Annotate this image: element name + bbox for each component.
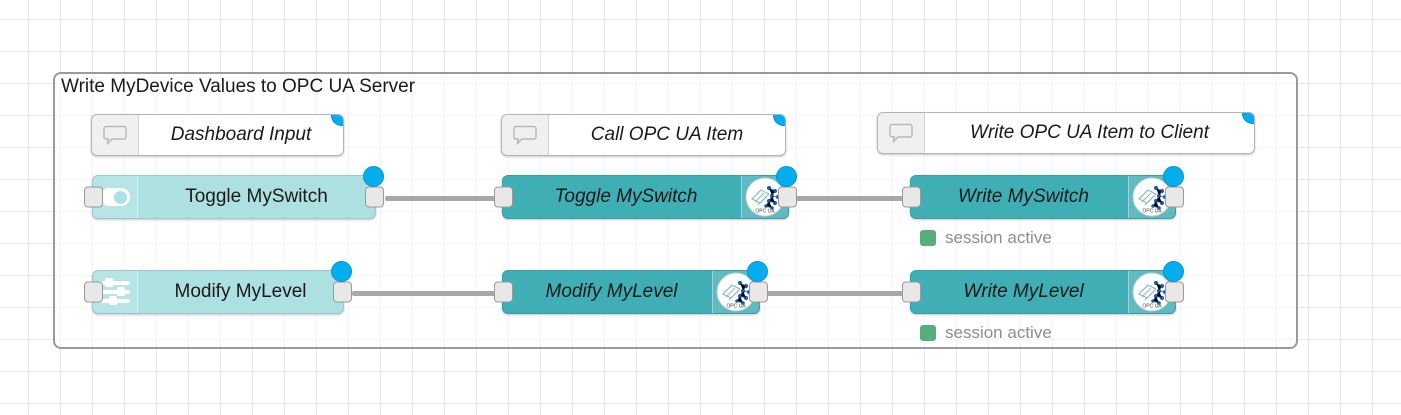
- status-badge: [920, 325, 936, 341]
- node-modify-mylevel-opcua[interactable]: Modify MyLevel OPC UA: [494, 261, 768, 314]
- status-text: session active: [945, 323, 1052, 342]
- wire-opcua-to-write-level: [757, 291, 910, 296]
- opcua-badge-text: OPC UA: [726, 304, 746, 310]
- comment-node-write-opcua-item-to-client[interactable]: Write OPC UA Item to Client: [877, 112, 1255, 154]
- changed-indicator-dot: [776, 166, 797, 187]
- comment-label: Dashboard Input: [170, 124, 312, 145]
- status-badge: [920, 230, 936, 246]
- status-session-active-level: session active: [920, 323, 1052, 343]
- wire-toggle-to-opcua: [385, 196, 503, 201]
- comment-label: Call OPC UA Item: [590, 124, 744, 145]
- node-label: Write MySwitch: [958, 186, 1089, 207]
- node-modify-mylevel-dashboard[interactable]: Modify MyLevel: [84, 261, 352, 314]
- output-port[interactable]: [749, 281, 768, 303]
- opcua-badge-text: OPC UA: [755, 209, 775, 215]
- changed-indicator-dot: [363, 166, 384, 187]
- output-port[interactable]: [778, 186, 797, 208]
- node-write-mylevel[interactable]: Write MyLevel OPC UA: [902, 261, 1184, 314]
- comment-icon: [878, 113, 925, 153]
- node-group-label: Write MyDevice Values to OPC UA Server: [61, 76, 416, 97]
- output-port[interactable]: [1165, 281, 1184, 303]
- comment-node-call-opcua-item[interactable]: Call OPC UA Item: [501, 114, 786, 156]
- input-port[interactable]: [494, 281, 513, 303]
- changed-indicator-dot: [1163, 166, 1184, 187]
- changed-indicator-dot: [1163, 261, 1184, 282]
- wire-opcua-to-write-switch: [786, 196, 910, 201]
- node-write-myswitch[interactable]: Write MySwitch OPC UA: [902, 166, 1184, 219]
- toggle-switch-icon: [93, 176, 138, 218]
- opcua-logo-icon: OPC UA: [712, 271, 759, 313]
- output-port[interactable]: [365, 186, 384, 208]
- input-port[interactable]: [84, 281, 103, 303]
- input-port[interactable]: [84, 186, 103, 208]
- input-port[interactable]: [902, 186, 921, 208]
- changed-indicator-dot: [747, 261, 768, 282]
- comment-label: Write OPC UA Item to Client: [970, 122, 1209, 143]
- node-toggle-myswitch-opcua[interactable]: Toggle MySwitch OPC UA: [494, 166, 797, 219]
- wire-modify-to-opcua: [352, 291, 502, 296]
- comment-icon: [92, 115, 139, 155]
- output-port[interactable]: [1165, 186, 1184, 208]
- opcua-badge-text: OPC UA: [1142, 304, 1162, 310]
- output-port[interactable]: [333, 281, 352, 303]
- input-port[interactable]: [902, 281, 921, 303]
- opcua-badge-text: OPC UA: [1142, 209, 1162, 215]
- node-label: Modify MyLevel: [545, 281, 678, 302]
- node-label: Toggle MySwitch: [554, 186, 698, 207]
- node-label: Toggle MySwitch: [185, 186, 328, 207]
- input-port[interactable]: [494, 186, 513, 208]
- comment-node-dashboard-input[interactable]: Dashboard Input: [91, 114, 344, 156]
- changed-indicator-dot: [331, 261, 352, 282]
- node-label: Modify MyLevel: [174, 281, 307, 302]
- status-text: session active: [945, 228, 1052, 247]
- node-toggle-myswitch-dashboard[interactable]: Toggle MySwitch: [84, 166, 384, 219]
- node-label: Write MyLevel: [963, 281, 1084, 302]
- comment-icon: [502, 115, 549, 155]
- status-session-active-switch: session active: [920, 228, 1052, 248]
